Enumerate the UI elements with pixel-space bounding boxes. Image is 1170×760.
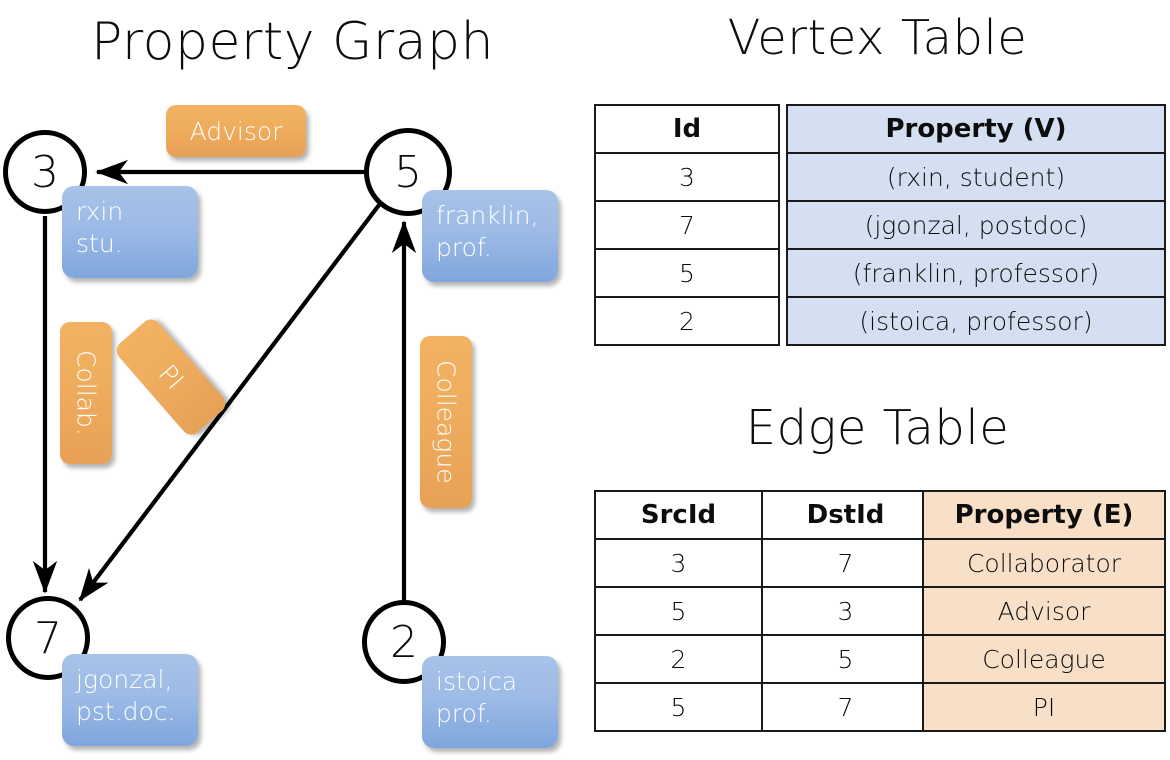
- table-row[interactable]: 3 7: [594, 538, 930, 588]
- vertex-callout-5: franklin, prof.: [422, 190, 558, 282]
- table-header-row: Property (V): [786, 104, 1166, 154]
- graph-node-3-label: 3: [31, 146, 59, 198]
- edge-table-cell-srcid: 5: [594, 586, 763, 636]
- table-row[interactable]: (istoica, professor): [786, 296, 1166, 346]
- edge-table-cell-dstid: 7: [761, 538, 930, 588]
- vertex-table-cell-id: 3: [594, 152, 780, 202]
- vertex-callout-5-line1: franklin,: [436, 201, 539, 230]
- vertex-table-id-column: Id 3 7 5 2: [594, 104, 780, 346]
- vertex-callout-2-line2: prof.: [436, 699, 492, 728]
- table-row[interactable]: (rxin, student): [786, 152, 1166, 202]
- vertex-callout-3: rxin stu.: [62, 186, 198, 278]
- vertex-table-cell-property: (istoica, professor): [786, 296, 1166, 346]
- vertex-table-cell-property: (jgonzal, postdoc): [786, 200, 1166, 250]
- table-row[interactable]: (jgonzal, postdoc): [786, 200, 1166, 250]
- table-row[interactable]: Collaborator: [922, 538, 1166, 588]
- table-row[interactable]: 5: [594, 248, 780, 298]
- edge-table-cell-property: Colleague: [922, 634, 1166, 684]
- edge-callout-collab-label: Collab.: [71, 350, 101, 436]
- edge-callout-advisor-label: Advisor: [189, 116, 283, 146]
- edge-table-cell-dstid: 7: [761, 682, 930, 732]
- vertex-callout-2: istoica prof.: [422, 656, 558, 748]
- table-header-row: Id: [594, 104, 780, 154]
- graph-node-7-label: 7: [34, 612, 62, 664]
- vertex-callout-7: jgonzal, pst.doc.: [62, 654, 198, 746]
- page-title-vertex-table: Vertex Table: [727, 10, 1028, 66]
- edge-callout-collab: Collab.: [60, 322, 112, 464]
- edge-table-header-dstid: DstId: [761, 490, 930, 540]
- graph-edge-arrows: [32, 159, 417, 602]
- edge-table-cell-dstid: 5: [761, 634, 930, 684]
- table-row[interactable]: 7: [594, 200, 780, 250]
- edge-table-cell-dstid: 3: [761, 586, 930, 636]
- edge-table-header-property: Property (E): [922, 490, 1166, 540]
- graph-node-2[interactable]: 2: [362, 600, 446, 684]
- vertex-table-cell-property: (rxin, student): [786, 152, 1166, 202]
- table-row[interactable]: 2: [594, 296, 780, 346]
- edge-table-cell-srcid: 2: [594, 634, 763, 684]
- vertex-callout-7-line2: pst.doc.: [76, 697, 176, 726]
- table-row[interactable]: Advisor: [922, 586, 1166, 636]
- edge-table-cell-property: PI: [922, 682, 1166, 732]
- edge-table-property-column: Property (E) Collaborator Advisor Collea…: [922, 490, 1166, 732]
- vertex-callout-3-line1: rxin: [76, 197, 124, 226]
- page-title-property-graph: Property Graph: [90, 12, 495, 72]
- table-row[interactable]: 3: [594, 152, 780, 202]
- edge-table-cell-srcid: 3: [594, 538, 763, 588]
- table-row[interactable]: Colleague: [922, 634, 1166, 684]
- edge-table-cell-srcid: 5: [594, 682, 763, 732]
- edge-callout-colleague-label: Colleague: [431, 360, 461, 484]
- edge-table-cell-property: Advisor: [922, 586, 1166, 636]
- edge-callout-colleague: Colleague: [420, 336, 472, 508]
- table-header-row: SrcId DstId: [594, 490, 930, 540]
- edge-table-cell-property: Collaborator: [922, 538, 1166, 588]
- edge-table-src-dst-columns: SrcId DstId 3 7 5 3 2 5 5 7: [594, 490, 930, 732]
- vertex-table-cell-property: (franklin, professor): [786, 248, 1166, 298]
- vertex-table-cell-id: 2: [594, 296, 780, 346]
- graph-node-2-label: 2: [390, 616, 418, 668]
- table-header-row: Property (E): [922, 490, 1166, 540]
- table-row[interactable]: 5 7: [594, 682, 930, 732]
- graph-node-5[interactable]: 5: [364, 128, 452, 216]
- table-row[interactable]: PI: [922, 682, 1166, 732]
- vertex-callout-3-line2: stu.: [76, 229, 123, 258]
- table-row[interactable]: (franklin, professor): [786, 248, 1166, 298]
- vertex-table-cell-id: 5: [594, 248, 780, 298]
- vertex-table-header-property: Property (V): [786, 104, 1166, 154]
- vertex-table-header-id: Id: [594, 104, 780, 154]
- graph-node-5-label: 5: [394, 146, 422, 198]
- vertex-table-property-column: Property (V) (rxin, student) (jgonzal, p…: [786, 104, 1166, 346]
- property-graph-diagram: 3 5 7 2 rxin stu. franklin, prof. jgonza…: [3, 105, 558, 748]
- edge-table-header-srcid: SrcId: [594, 490, 763, 540]
- vertex-callout-5-line2: prof.: [436, 233, 492, 262]
- edge-callout-pi-label: PI: [152, 359, 190, 395]
- table-row[interactable]: 2 5: [594, 634, 930, 684]
- table-row[interactable]: 5 3: [594, 586, 930, 636]
- edge-arrow-5-to-7: [78, 203, 381, 602]
- edge-callout-advisor: Advisor: [166, 105, 306, 157]
- vertex-table-cell-id: 7: [594, 200, 780, 250]
- page-title-edge-table: Edge Table: [745, 400, 1010, 456]
- vertex-callout-7-line1: jgonzal,: [76, 665, 173, 694]
- vertex-callout-2-line1: istoica: [436, 667, 518, 696]
